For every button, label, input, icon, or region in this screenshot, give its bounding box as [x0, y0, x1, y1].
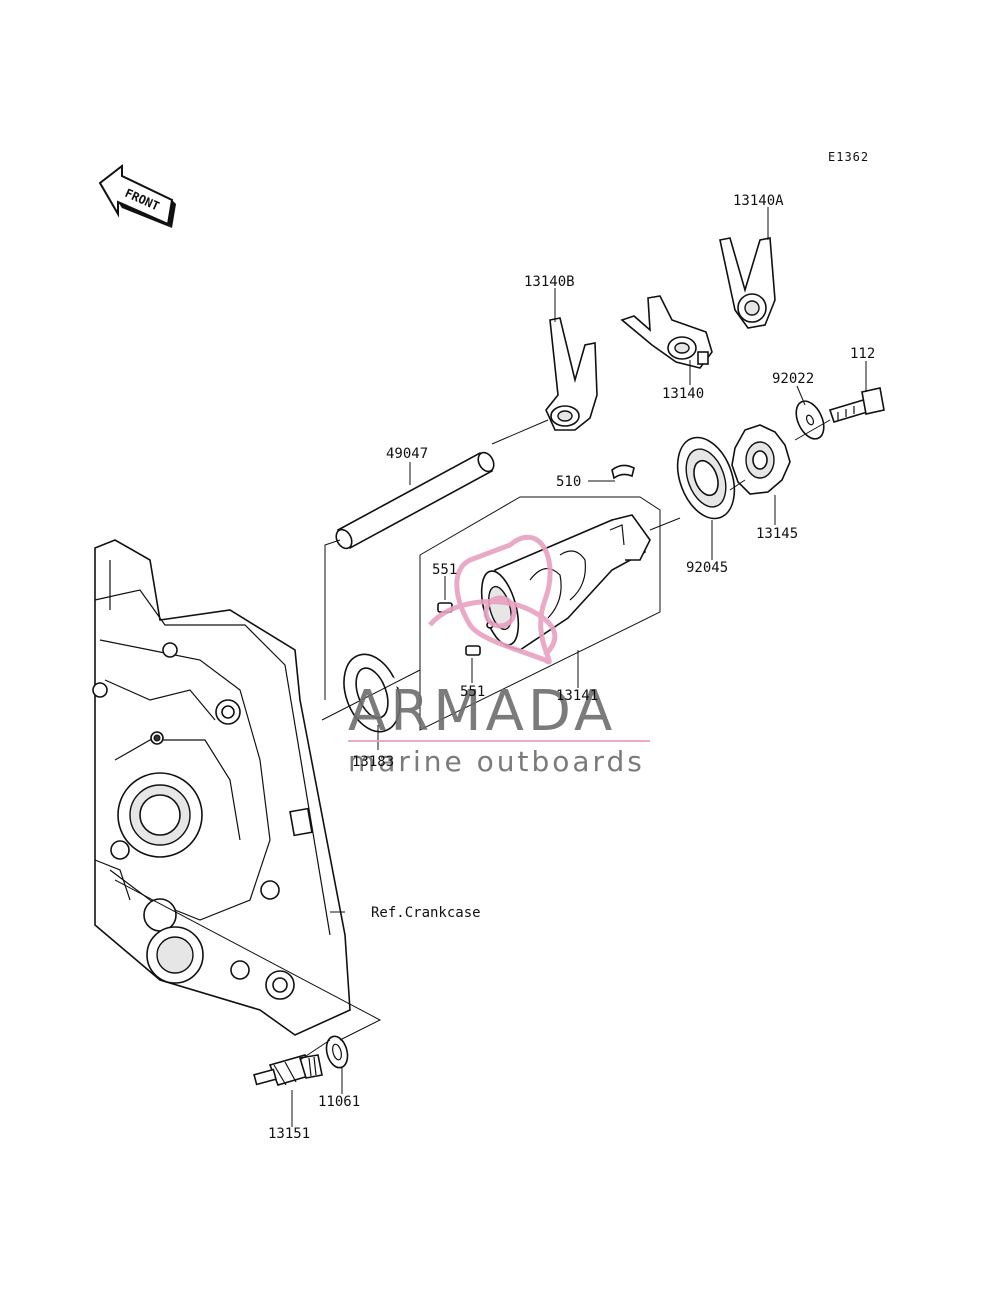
label-13140B: 13140B: [524, 274, 575, 290]
label-112: 112: [850, 346, 875, 362]
star-plate-13145: [731, 424, 791, 495]
label-551-upper: 551: [432, 562, 457, 578]
label-92022: 92022: [772, 371, 814, 387]
watermark-brand: ARMADA: [348, 679, 616, 744]
shift-fork-13140B: [545, 317, 598, 431]
washer-11061: [325, 1035, 349, 1069]
label-13145: 13145: [756, 526, 798, 542]
snap-ring-13183: [343, 653, 404, 733]
shift-rod-49047: [335, 451, 495, 550]
label-49047: 49047: [386, 446, 428, 462]
label-510: 510: [556, 474, 581, 490]
watermark-tagline: marine outboards: [348, 745, 645, 778]
front-arrow-icon: FRONT: [98, 163, 176, 228]
washer-92022: [795, 400, 825, 440]
armada-logo: ARMADA marine outboards: [348, 534, 650, 778]
label-13140: 13140: [662, 386, 704, 402]
label-13140A: 13140A: [733, 193, 784, 209]
diagram-code: E1362: [828, 150, 869, 164]
label-13141: 13141: [556, 688, 598, 704]
label-ref-crankcase: Ref.Crankcase: [371, 905, 481, 921]
label-551-lower: 551: [460, 684, 485, 700]
label-13183: 13183: [352, 754, 394, 770]
leader-lines: [114, 207, 867, 1127]
shift-fork-13140A: [719, 237, 776, 329]
key-510: [611, 464, 635, 480]
bolt-112: [828, 387, 885, 423]
bearing-92045: [676, 436, 736, 520]
label-92045: 92045: [686, 560, 728, 576]
crankcase: [92, 539, 351, 1036]
shift-fork-13140: [620, 295, 713, 369]
pin-551-lower: [465, 645, 481, 656]
label-13151: 13151: [268, 1126, 310, 1142]
label-11061: 11061: [318, 1094, 360, 1110]
neutral-switch-13151: [253, 1054, 323, 1086]
